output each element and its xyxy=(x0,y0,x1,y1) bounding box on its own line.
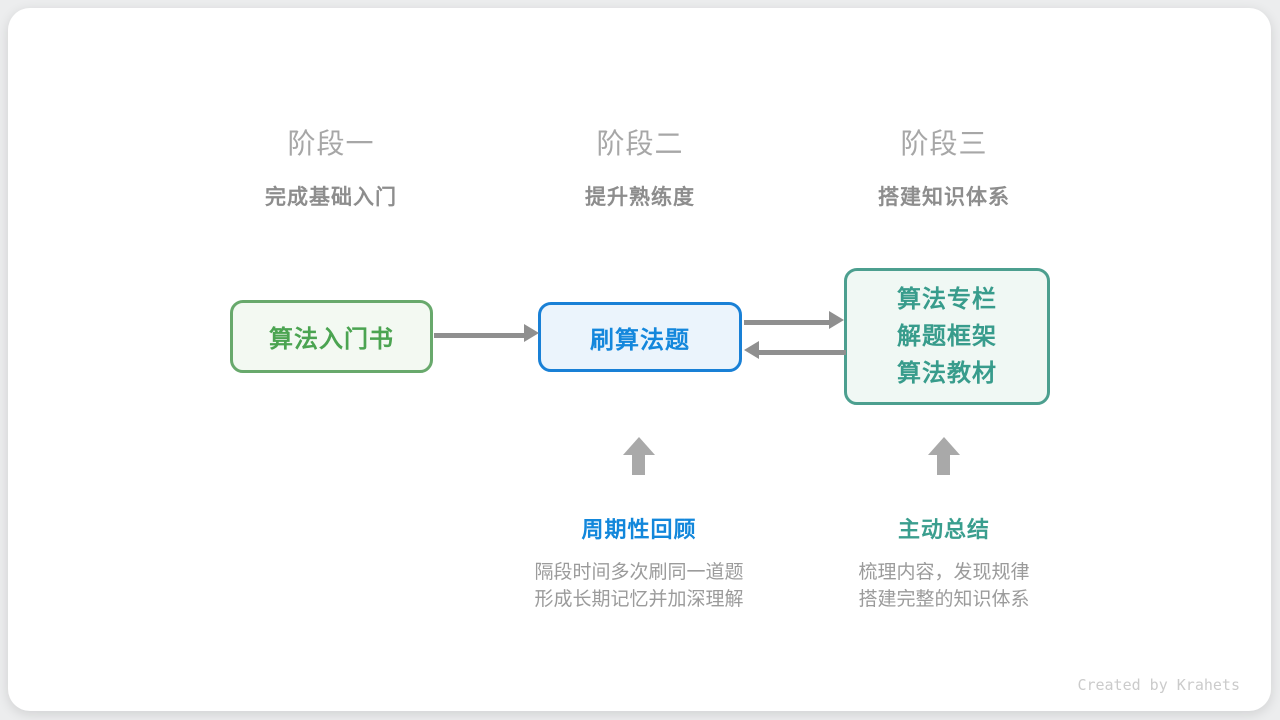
up-arrow-head xyxy=(928,437,960,455)
annotation-summary-title: 主动总结 xyxy=(897,517,990,542)
node-knowledge-line-3: 算法教材 xyxy=(897,360,997,387)
annotation-summary-line-2: 搭建完整的知识体系 xyxy=(858,589,1030,610)
stage-3-label: 阶段三 xyxy=(900,128,988,159)
up-arrow-shaft xyxy=(937,455,950,475)
annotation-review-body: 隔段时间多次刷同一道题 形成长期记忆并加深理解 xyxy=(489,559,789,613)
node-knowledge-sources: 算法专栏 解题框架 算法教材 xyxy=(844,268,1050,405)
stage-2-subtitle: 提升熟练度 xyxy=(585,186,695,209)
annotation-summary-line-1: 梳理内容，发现规律 xyxy=(858,562,1030,583)
node-intro-book-label: 算法入门书 xyxy=(269,326,394,353)
stage-1-subtitle: 完成基础入门 xyxy=(265,186,397,209)
annotation-review-line-2: 形成长期记忆并加深理解 xyxy=(534,589,744,610)
stage-2-label: 阶段二 xyxy=(596,128,684,159)
arrow-right-head xyxy=(524,324,539,342)
node-knowledge-line-1: 算法专栏 xyxy=(897,286,997,313)
node-practice-problems: 刷算法题 xyxy=(538,302,742,372)
node-intro-book: 算法入门书 xyxy=(230,300,433,373)
annotation-review-line-1: 隔段时间多次刷同一道题 xyxy=(534,562,744,583)
stage-3-subtitle: 搭建知识体系 xyxy=(878,186,1010,209)
stage-1-label: 阶段一 xyxy=(287,128,375,159)
up-arrow-head xyxy=(623,437,655,455)
arrow-shaft xyxy=(758,350,846,355)
credit-text: Created by Krahets xyxy=(1077,676,1240,694)
arrow-right-head xyxy=(829,311,844,329)
up-arrow-shaft xyxy=(632,455,645,475)
node-knowledge-line-2: 解题框架 xyxy=(897,323,997,350)
node-practice-problems-label: 刷算法题 xyxy=(590,326,690,354)
arrow-left-head xyxy=(744,341,759,359)
annotation-summary-body: 梳理内容，发现规律 搭建完整的知识体系 xyxy=(794,559,1094,613)
annotation-review-title: 周期性回顾 xyxy=(581,517,697,542)
arrow-shaft xyxy=(434,333,526,338)
arrow-shaft xyxy=(744,320,830,325)
